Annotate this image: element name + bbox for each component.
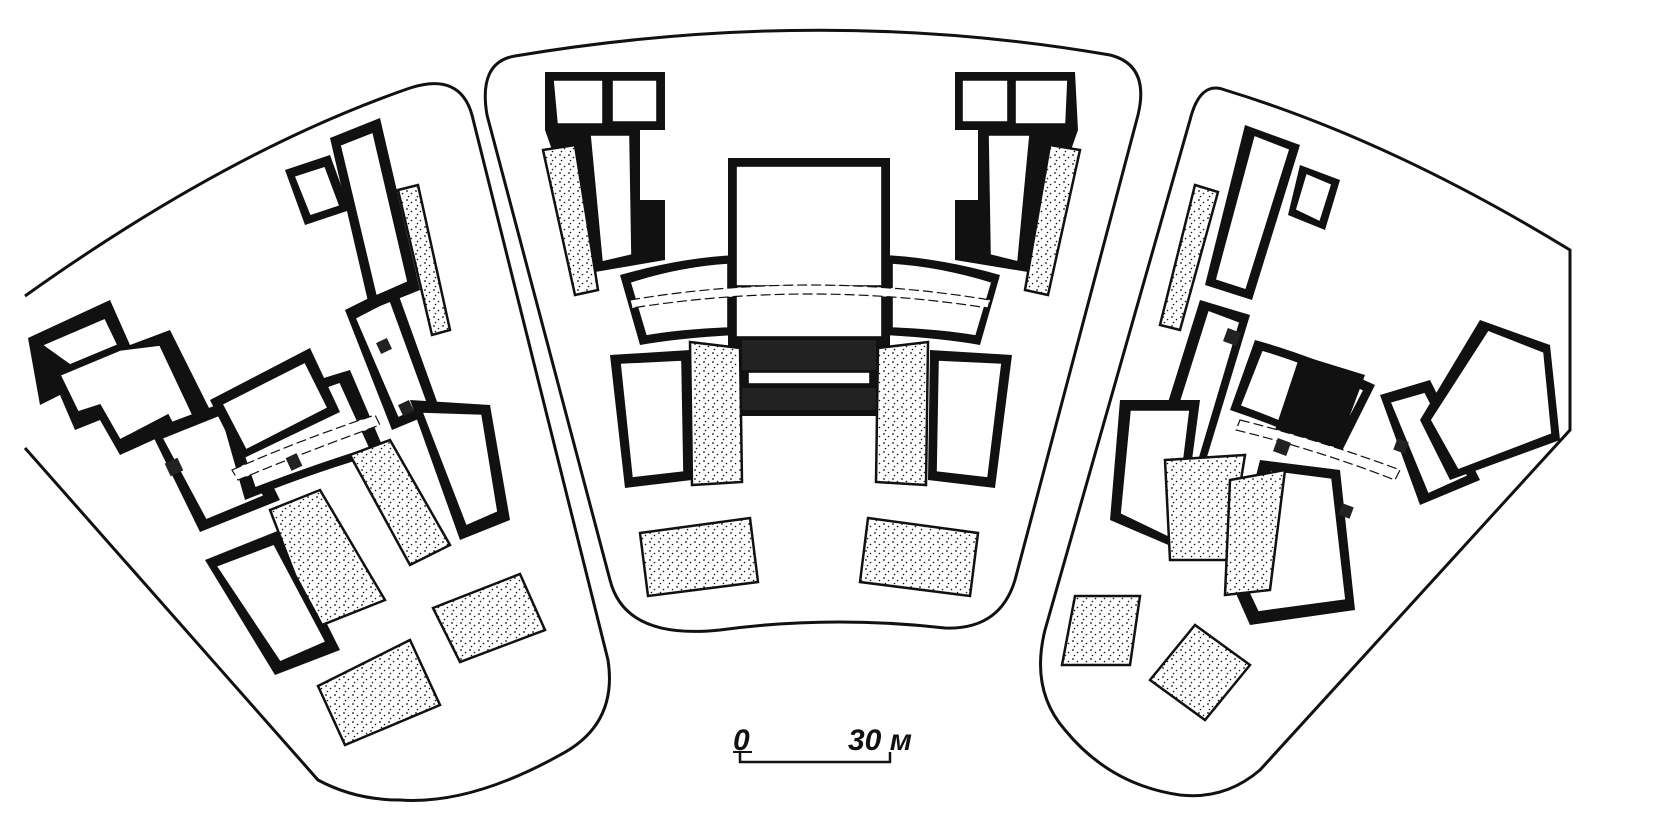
right-stairs [1223, 328, 1409, 519]
left-stairs [164, 338, 414, 477]
right-green-areas [1060, 183, 1287, 722]
center-building-blocks [545, 72, 1078, 488]
left-building-blocks [28, 118, 510, 675]
center-green-areas [541, 143, 1082, 598]
scale-end-label: 30 м [848, 724, 912, 757]
scale-start-label: 0 [733, 724, 750, 757]
left-green-areas [268, 183, 547, 747]
scale-bar-line [738, 752, 892, 764]
left-building-sector [23, 82, 611, 802]
right-building-sector [1039, 86, 1572, 798]
right-building-blocks [1110, 125, 1560, 625]
center-building-sector [483, 28, 1143, 633]
scale-bar: 0 30 м [733, 724, 912, 764]
